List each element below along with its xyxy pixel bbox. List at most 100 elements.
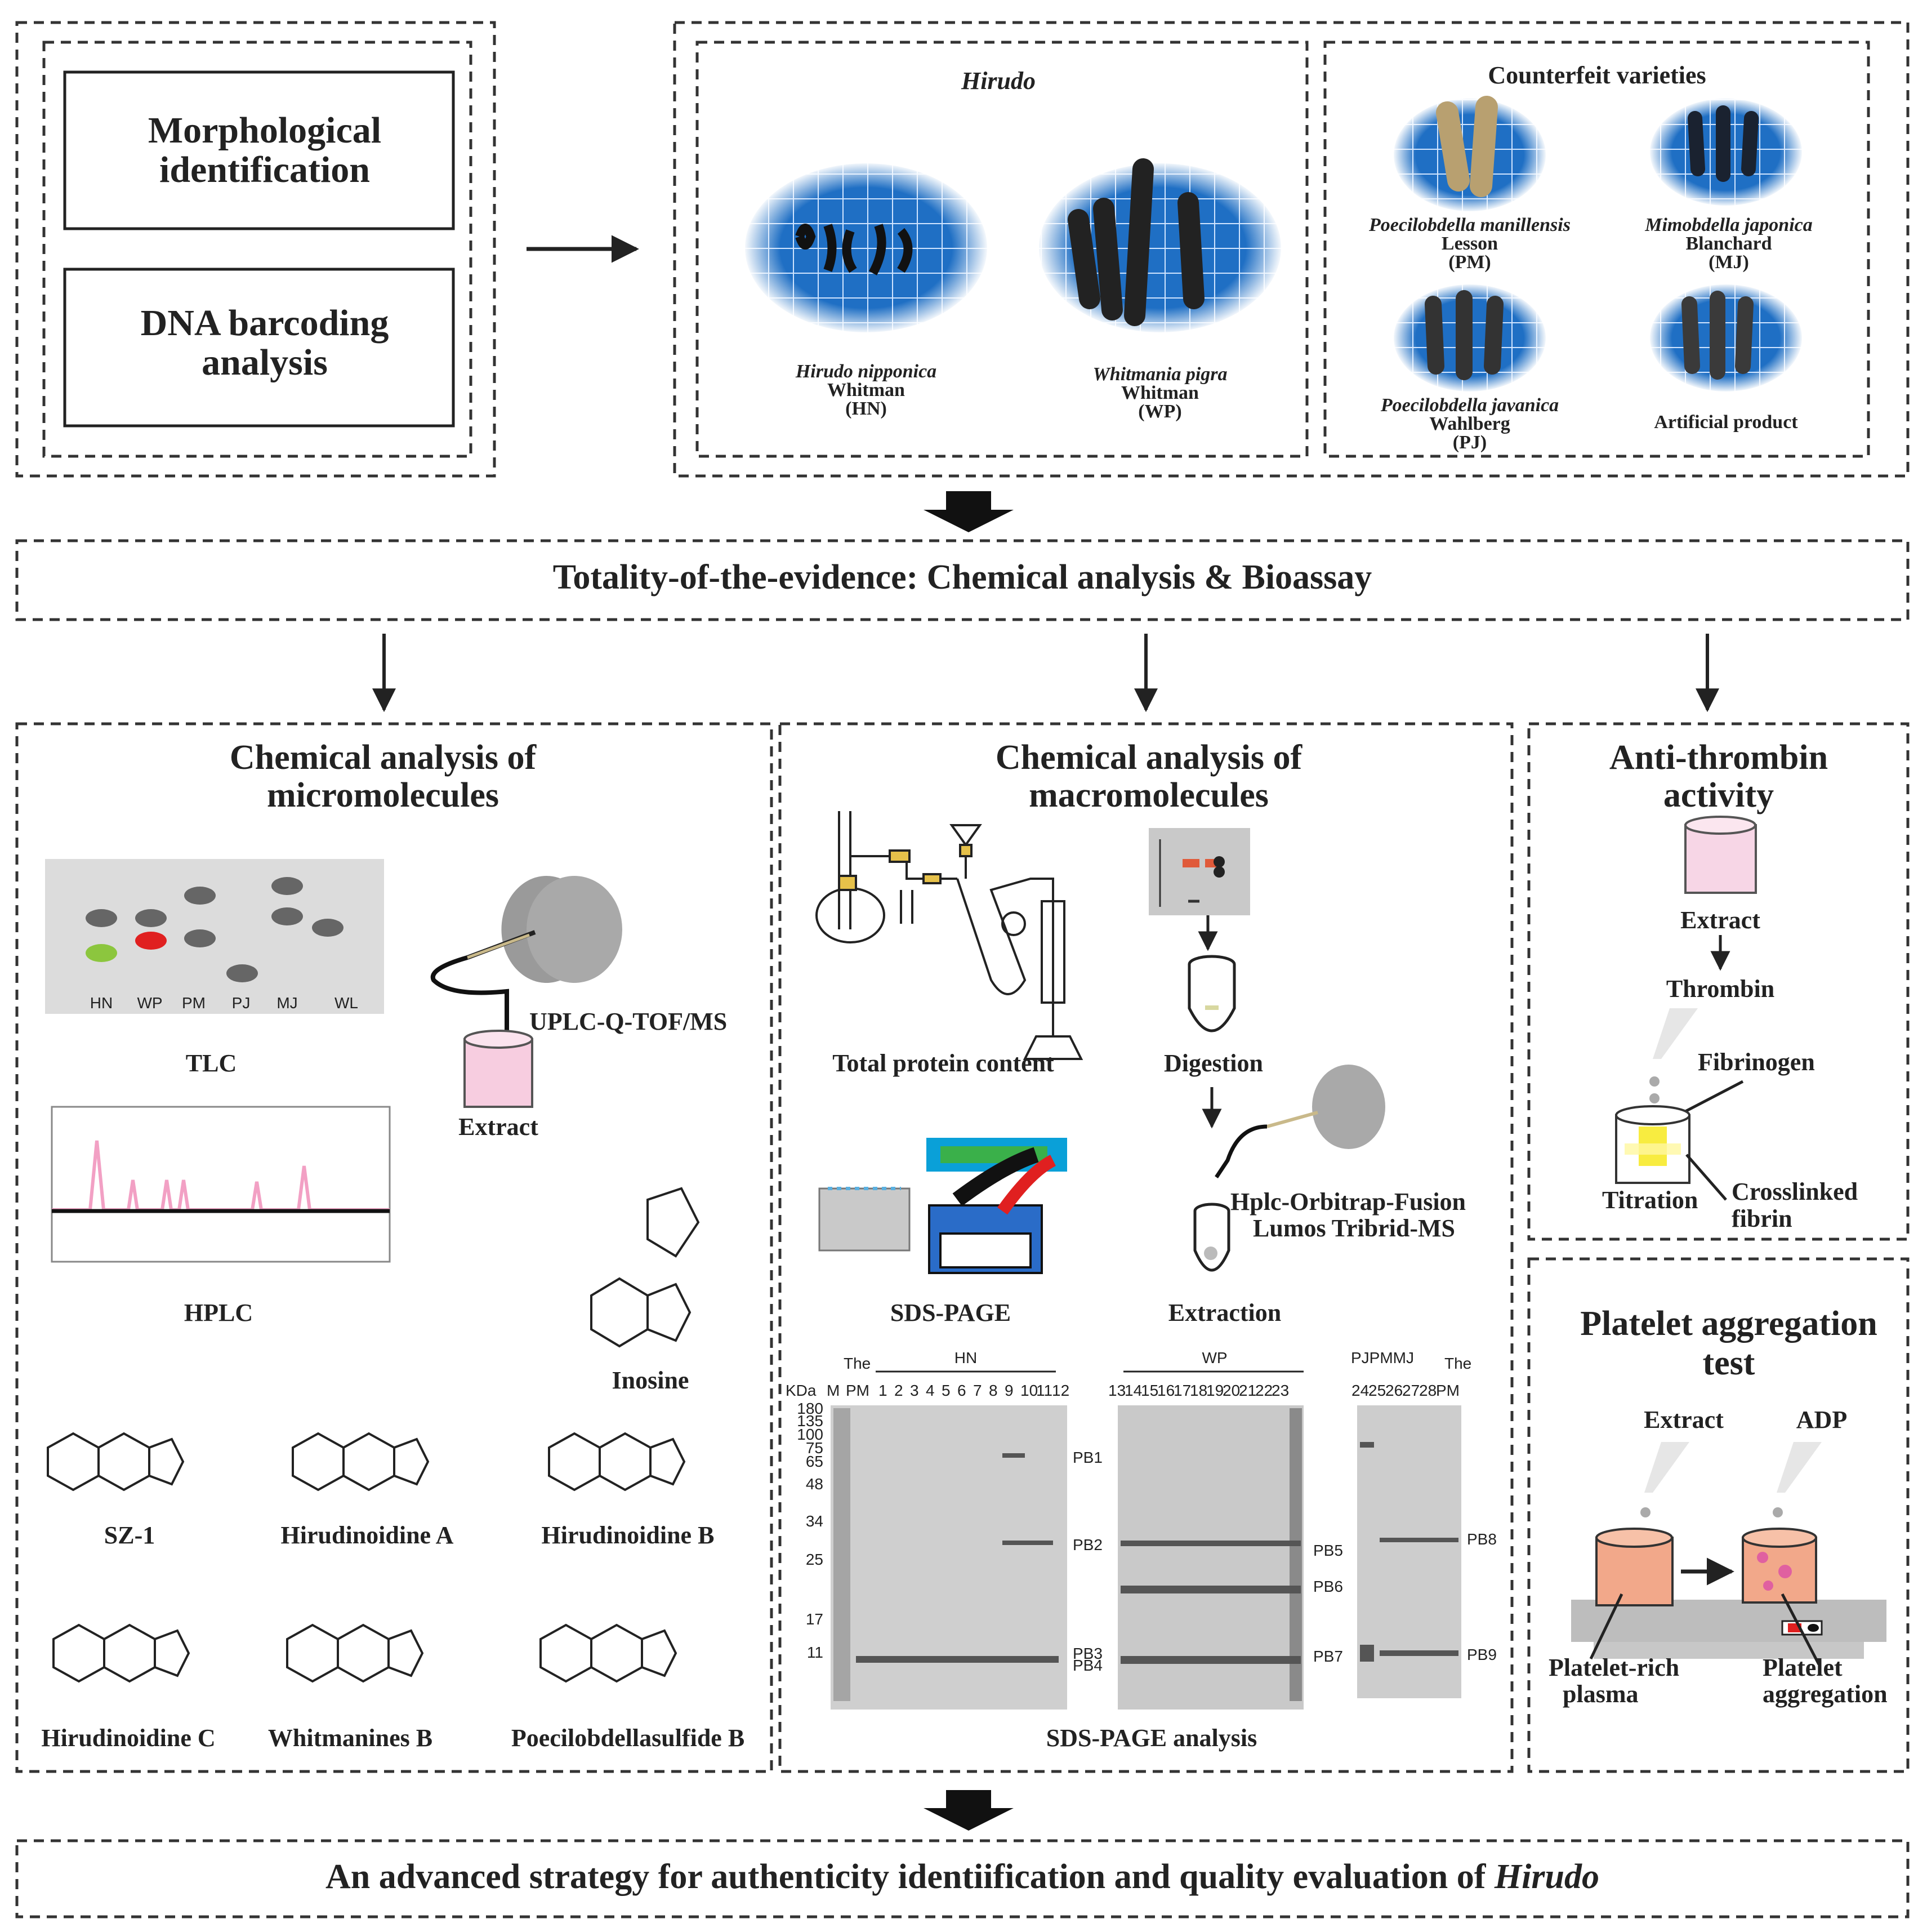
gel-lane-number: 7 bbox=[973, 1382, 982, 1399]
gel-lane-number: 10 bbox=[1020, 1382, 1038, 1399]
extraction-label: Extraction bbox=[1168, 1299, 1281, 1326]
gel-lane-number: 16 bbox=[1157, 1382, 1175, 1399]
hplc-label: HPLC bbox=[184, 1299, 253, 1326]
gel-mw-label: 135 bbox=[797, 1412, 823, 1430]
morphological-line2: identification bbox=[159, 149, 370, 190]
gel-lane-number: 24 bbox=[1351, 1382, 1369, 1399]
mj-author: Blanchard bbox=[1685, 233, 1772, 254]
gel-band-label: PB7 bbox=[1313, 1648, 1343, 1665]
gel-lane-number: 19 bbox=[1206, 1382, 1224, 1399]
gel-lane-number: 2 bbox=[894, 1382, 903, 1399]
sds-page-label: SDS-PAGE bbox=[890, 1299, 1011, 1326]
gel-the-label: The bbox=[844, 1355, 871, 1372]
dna-barcoding-box bbox=[63, 268, 455, 428]
total-protein-label: Total protein content bbox=[832, 1049, 1054, 1077]
gel-lane-number: 14 bbox=[1125, 1382, 1142, 1399]
gel-pm-label: PM bbox=[846, 1382, 869, 1399]
pj-specimen-photo bbox=[1393, 283, 1547, 393]
prp-cuvette bbox=[1595, 1528, 1674, 1606]
platelet-title-line2: test bbox=[1703, 1344, 1755, 1382]
gel-lane-number: 21 bbox=[1239, 1382, 1256, 1399]
hirudinoidine-a-structure bbox=[292, 1432, 430, 1492]
conclusion-text: An advanced strategy for authenticity id… bbox=[325, 1858, 1599, 1896]
conclusion-box bbox=[15, 1839, 1910, 1918]
poecilobdellasulfide-b-structure bbox=[539, 1623, 677, 1683]
gel-kda-label: KDa bbox=[786, 1382, 817, 1399]
pj-name: Poecilobdella javanica bbox=[1380, 395, 1559, 416]
hn-name: Hirudo nipponica bbox=[795, 361, 936, 382]
gel-band-label: PB1 bbox=[1073, 1449, 1103, 1466]
gel-lane-number: 13 bbox=[1108, 1382, 1126, 1399]
digestion-tube-icon bbox=[1188, 955, 1236, 1032]
anti-title-line1: Anti-thrombin bbox=[1609, 738, 1828, 777]
counterfeit-title: Counterfeit varieties bbox=[1488, 61, 1706, 89]
gel-lane-number: 3 bbox=[910, 1382, 919, 1399]
platelet-extract-label: Extract bbox=[1644, 1406, 1724, 1434]
pj-code: (PJ) bbox=[1453, 432, 1487, 453]
anti-extract-beaker bbox=[1684, 816, 1757, 894]
compound-hirudinoidine-c: Hirudinoidine C bbox=[41, 1724, 215, 1752]
crosslinked-line1: Crosslinked bbox=[1732, 1178, 1858, 1205]
whitmanines-b-structure bbox=[286, 1623, 424, 1683]
wp-name: Whitmania pigra bbox=[1092, 364, 1227, 385]
gel-lane-number: 5 bbox=[942, 1382, 951, 1399]
tlc-lane-pm: PM bbox=[182, 994, 206, 1012]
hn-author: Whitman bbox=[827, 380, 905, 400]
morphological-box bbox=[63, 70, 455, 230]
pm-specimen-photo bbox=[1393, 96, 1547, 212]
gel-mw-label: 34 bbox=[806, 1512, 823, 1530]
gel-lane-number: 12 bbox=[1052, 1382, 1069, 1399]
gel-lane-number: 11 bbox=[1036, 1382, 1052, 1399]
morphological-line1: Morphological bbox=[148, 110, 381, 151]
artificial-label: Artificial product bbox=[1654, 412, 1798, 433]
micro-title-line1: Chemical analysis of bbox=[230, 738, 537, 777]
mj-name: Mimobdella japonica bbox=[1644, 215, 1813, 235]
gel-the2-label: The bbox=[1444, 1355, 1471, 1372]
wp-specimen-photo bbox=[1037, 158, 1283, 334]
tlc-lane-wp: WP bbox=[137, 994, 162, 1012]
prp-line2: plasma bbox=[1563, 1680, 1638, 1708]
pm-name: Poecilobdella manillensis bbox=[1368, 215, 1571, 235]
gel-lane-number: 9 bbox=[1005, 1382, 1014, 1399]
extraction-tube-icon bbox=[1193, 1203, 1230, 1272]
macro-ms-probe-icon bbox=[1215, 1065, 1385, 1178]
gel-band-label: PB2 bbox=[1073, 1536, 1103, 1553]
totality-text: Totality-of-the-evidence: Chemical analy… bbox=[553, 558, 1372, 596]
digestion-label: Digestion bbox=[1164, 1049, 1263, 1077]
gel-group-hn: HN bbox=[954, 1349, 977, 1366]
adp-label: ADP bbox=[1796, 1406, 1847, 1434]
gel-group-pjpmmj: PJPMMJ bbox=[1351, 1349, 1414, 1366]
gel-lane-number: 1 bbox=[878, 1382, 887, 1399]
dropper-shade bbox=[1653, 1008, 1698, 1059]
gel-lane-number: 20 bbox=[1223, 1382, 1240, 1399]
platelet-panel bbox=[1527, 1257, 1910, 1773]
kjeldahl-apparatus bbox=[815, 811, 1083, 1060]
micro-panel bbox=[15, 722, 773, 1773]
gel-thumbnail bbox=[1149, 828, 1250, 915]
hirudo-box bbox=[695, 41, 1309, 458]
conclusion-main: An advanced strategy for authenticity id… bbox=[325, 1858, 1495, 1896]
micro-title-line2: micromolecules bbox=[267, 776, 499, 814]
thrombin-label: Thrombin bbox=[1666, 975, 1774, 1003]
hirudo-title: Hirudo bbox=[961, 67, 1036, 95]
compound-whitmanines-b: Whitmanines B bbox=[268, 1724, 432, 1752]
gel-mw-label: 180 bbox=[797, 1400, 823, 1417]
wp-author: Whitman bbox=[1121, 382, 1199, 403]
hirudinoidine-c-structure bbox=[52, 1623, 190, 1683]
tlc-lane-hn: HN bbox=[90, 994, 113, 1012]
gel-lane-number: 27 bbox=[1402, 1382, 1420, 1399]
gel-mw-label: 25 bbox=[806, 1551, 823, 1568]
compound-sz1: SZ-1 bbox=[104, 1521, 155, 1549]
mj-code: (MJ) bbox=[1709, 252, 1749, 273]
compound-poecilobdellasulfide-b: Poecilobdellasulfide B bbox=[511, 1724, 744, 1752]
crosslinked-line2: fibrin bbox=[1732, 1205, 1792, 1232]
macro-ms-line1: Hplc-Orbitrap-Fusion bbox=[1230, 1188, 1466, 1216]
gel-lane-number: 17 bbox=[1174, 1382, 1191, 1399]
specimens-outer-box bbox=[673, 21, 1910, 478]
dna-line1: DNA barcoding bbox=[141, 302, 389, 344]
